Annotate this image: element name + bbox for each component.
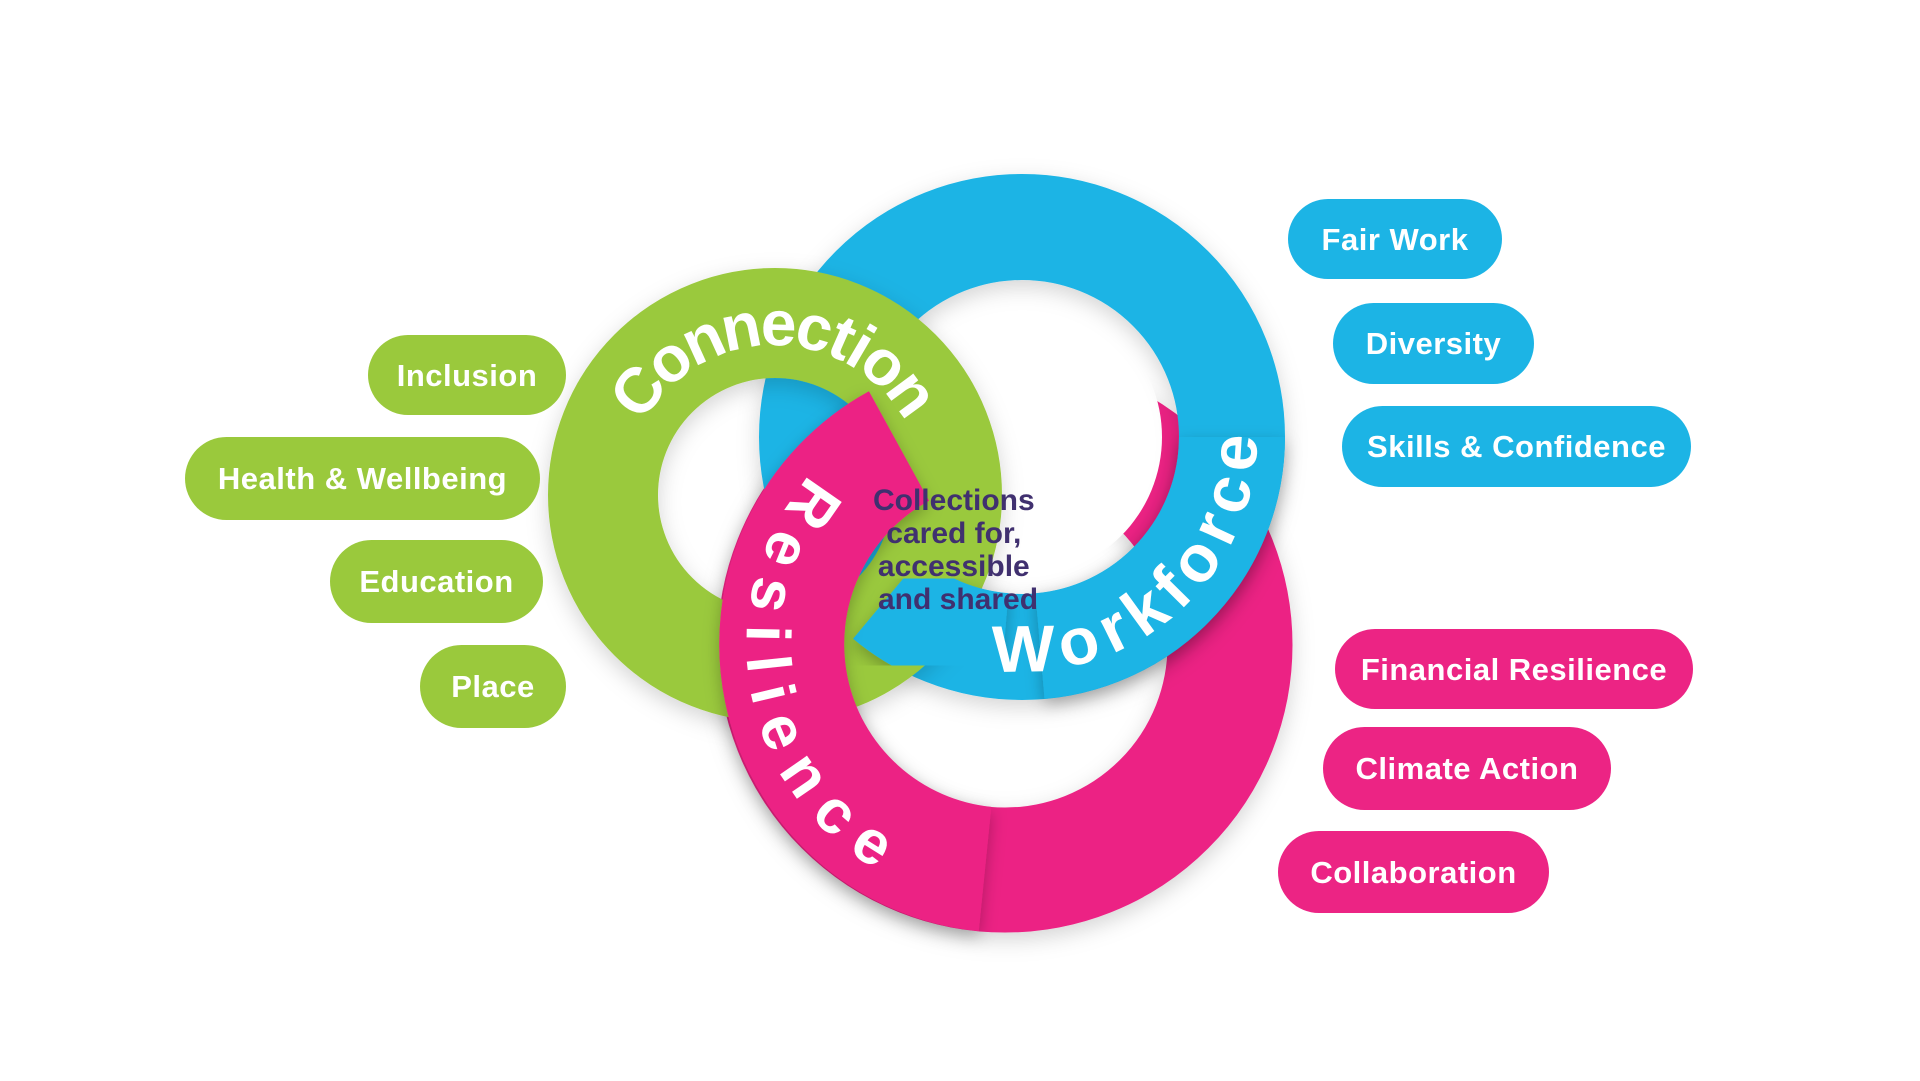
pill-place: Place	[420, 645, 566, 728]
pill-fair-work: Fair Work	[1288, 199, 1502, 279]
center-caption-line: and shared	[878, 583, 1038, 616]
workforce-over-connection-arc	[853, 556, 1010, 699]
center-caption-line: cared for,	[886, 517, 1021, 550]
pill-inclusion: Inclusion	[368, 335, 566, 415]
pill-financial-resilience: Financial Resilience	[1335, 629, 1693, 709]
pill-skills-confidence: Skills & Confidence	[1342, 406, 1691, 487]
pill-health-wellbeing: Health & Wellbeing	[185, 437, 540, 520]
center-caption-line: accessible	[878, 550, 1030, 583]
pill-climate-action: Climate Action	[1323, 727, 1611, 810]
pill-diversity: Diversity	[1333, 303, 1534, 384]
pill-collaboration: Collaboration	[1278, 831, 1549, 913]
workforce-over-resilience-arc	[1034, 435, 1285, 699]
center-caption: Collections cared for, accessible and sh…	[873, 484, 1043, 616]
pill-education: Education	[330, 540, 543, 623]
center-caption-line: Collections	[873, 484, 1035, 517]
resilience-over-arc	[719, 391, 993, 932]
